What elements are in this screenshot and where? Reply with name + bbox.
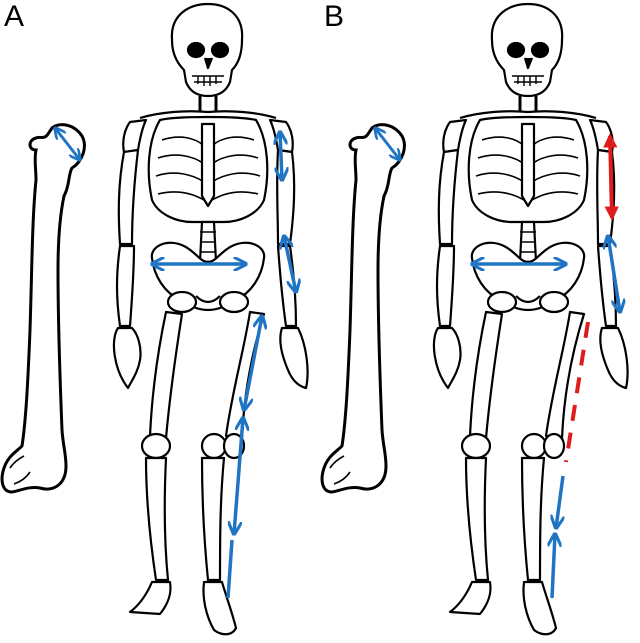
humerus-length-arrow (280, 132, 282, 180)
panel-label-b: B (324, 0, 345, 33)
panel-a: A (0, 0, 310, 636)
tibia-length-arrow (234, 418, 243, 534)
femur-length-arrow (244, 316, 262, 410)
humerus-estimate-arrow (603, 133, 619, 221)
femoral-head-arrow (55, 128, 80, 160)
panel-label-a: A (4, 0, 25, 33)
femur-bone (0, 123, 86, 494)
panel-b-drawing (320, 2, 630, 636)
panel-b: B (320, 0, 640, 643)
forearm-length-arrow (284, 236, 296, 292)
femur-bone (320, 123, 406, 494)
skeleton-figure (112, 2, 310, 636)
skeleton-figure (432, 2, 630, 636)
forearm-length-arrow (608, 236, 620, 312)
femoral-head-arrow (375, 128, 400, 160)
ankle-line (552, 534, 555, 599)
panel-a-drawing (0, 2, 310, 636)
ankle-line (226, 539, 234, 599)
tibia-length-arrow (556, 475, 565, 528)
femur-estimate-dashed (564, 321, 590, 463)
